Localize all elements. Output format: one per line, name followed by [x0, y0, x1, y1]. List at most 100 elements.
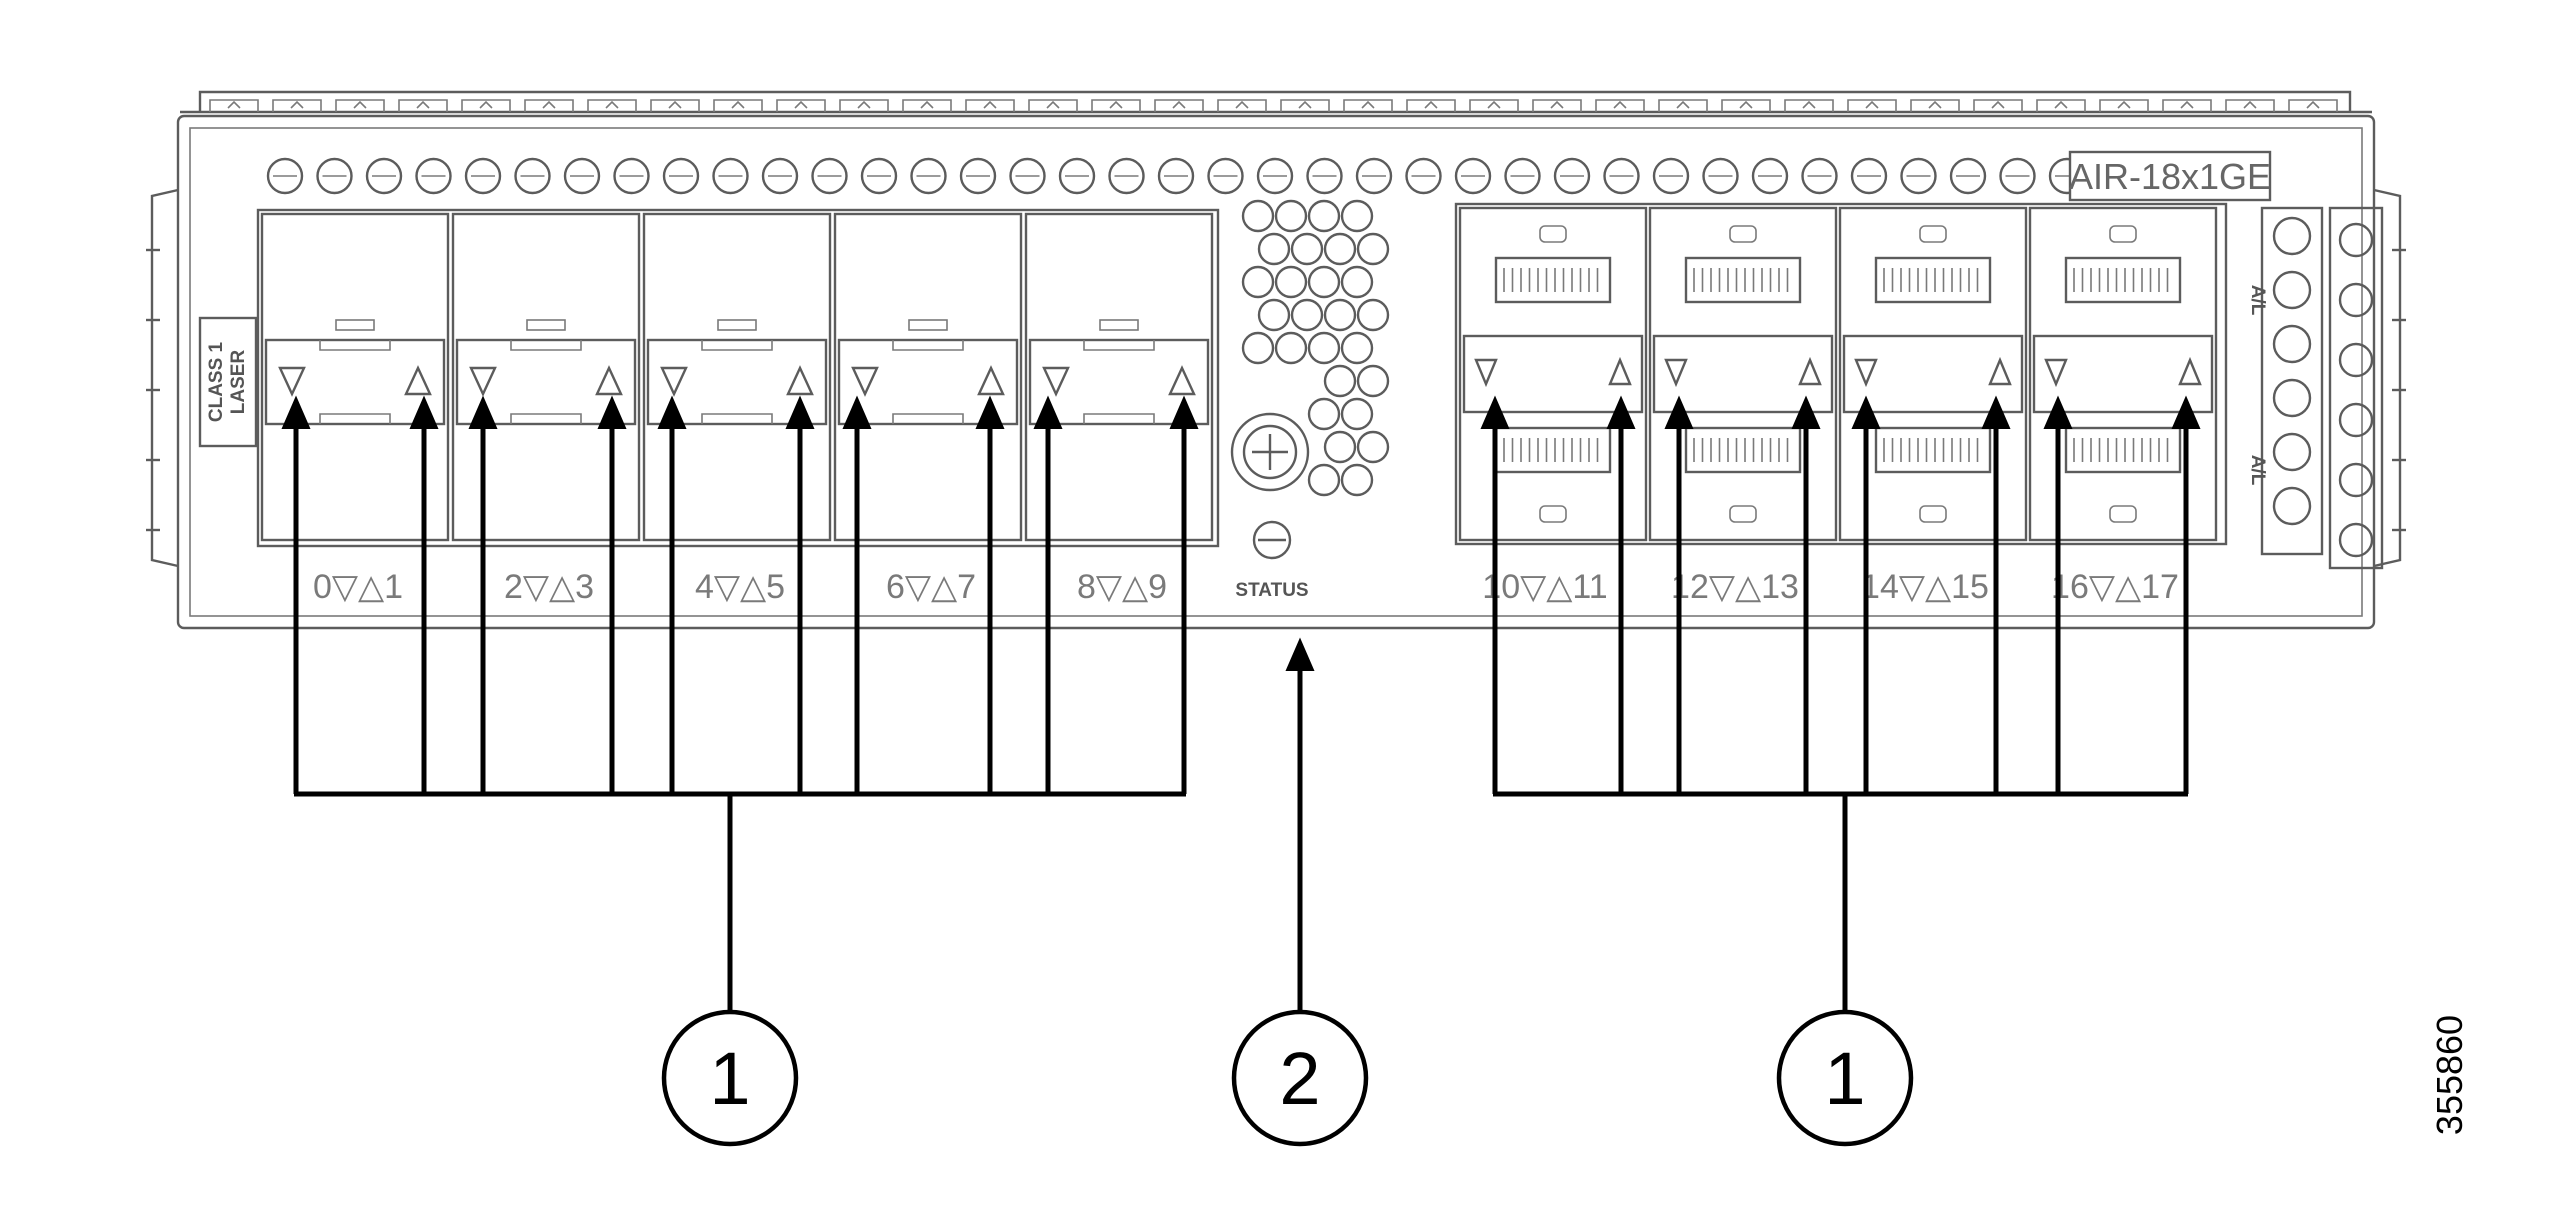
leader-arrowhead — [842, 395, 872, 429]
figure-id: 355860 — [2429, 1015, 2470, 1135]
top-tab — [2099, 99, 2149, 112]
port-label: 16▽△17 — [2051, 568, 2179, 606]
model-label: AIR-18x1GE — [2069, 156, 2271, 197]
side-hole — [2338, 282, 2374, 318]
vent-hole — [1801, 157, 1838, 195]
leader-arrowhead — [1851, 395, 1881, 429]
port-label: 2▽△3 — [504, 568, 594, 606]
rj45-top-jack — [1684, 256, 1802, 304]
vent-hole — [1241, 199, 1275, 233]
rj45-cage — [1648, 206, 1838, 542]
vent-hole — [860, 157, 898, 195]
vent-hole — [1323, 364, 1357, 398]
side-led-column — [2260, 206, 2384, 570]
vent-hole — [316, 157, 353, 195]
sfp-cage — [1024, 212, 1214, 542]
top-tab — [272, 99, 322, 112]
rj45-top-jack — [1494, 256, 1612, 304]
port-label: 8▽△9 — [1077, 568, 1167, 606]
side-hole — [2272, 270, 2312, 310]
top-tab-mark — [1613, 100, 1627, 109]
leader-arrowhead — [1791, 395, 1821, 429]
vent-hole — [1751, 157, 1789, 195]
sfp-cage — [642, 212, 832, 542]
top-tab — [902, 99, 952, 112]
top-tab — [461, 99, 511, 112]
port-label: 12▽△13 — [1671, 568, 1799, 606]
port-label: 6▽△7 — [886, 568, 976, 606]
top-tab — [2162, 99, 2212, 112]
top-tab-mark — [227, 100, 241, 109]
vent-hole — [811, 157, 848, 195]
top-tab — [1091, 99, 1141, 112]
status-led — [1252, 520, 1292, 560]
top-tab — [587, 99, 637, 112]
vent-hole — [1900, 157, 1937, 195]
sfp-tab — [717, 319, 757, 331]
port-label: 4▽△5 — [695, 568, 785, 606]
top-tab — [1973, 99, 2023, 112]
side-hole — [2272, 486, 2312, 526]
center-vent-grid — [1241, 199, 1390, 497]
rj45-clip — [1539, 225, 1567, 243]
link-led-up — [1168, 365, 1196, 396]
top-tab-mark — [2306, 100, 2320, 109]
leader-arrowhead — [1169, 395, 1199, 429]
sfp-latch-notch — [510, 413, 582, 424]
vent-hole — [514, 157, 551, 195]
top-tab-mark — [731, 100, 745, 109]
vent-hole — [1323, 232, 1357, 266]
side-hole — [2272, 378, 2312, 418]
leader-arrowhead — [597, 395, 627, 429]
leader-arrowhead — [1664, 395, 1694, 429]
top-tab-mark — [668, 100, 682, 109]
vent-hole — [613, 157, 650, 195]
vent-hole-row — [266, 157, 2086, 195]
rj45-clip — [1919, 225, 1947, 243]
vent-hole — [1307, 265, 1341, 299]
vent-hole — [1999, 157, 2036, 195]
top-tab — [1721, 99, 1771, 112]
leader-arrowhead — [2171, 395, 2201, 429]
rj45-cage — [2028, 206, 2218, 542]
leader-arrowhead — [785, 395, 815, 429]
rj45-clip — [2109, 225, 2137, 243]
callout-center: 2 — [1231, 1009, 1369, 1147]
top-tabs — [209, 99, 2338, 112]
leader-arrowhead — [1480, 395, 1510, 429]
rj45-top-jack — [2064, 256, 2182, 304]
top-tab-mark — [1172, 100, 1186, 109]
callout-right: 1 — [1776, 1009, 1914, 1147]
sfp-cage — [833, 212, 1023, 542]
link-led-down — [660, 366, 688, 397]
top-tab — [776, 99, 826, 112]
top-tab — [1784, 99, 1834, 112]
sfp-latch-notch — [701, 340, 773, 351]
top-tab — [839, 99, 889, 112]
vent-hole — [1257, 232, 1291, 266]
vent-hole — [1356, 298, 1390, 332]
vent-hole — [1323, 430, 1357, 464]
sfp-latch — [455, 338, 637, 426]
top-tab-mark — [1928, 100, 1942, 109]
link-led-up — [404, 365, 432, 396]
leader-arrowhead — [1285, 637, 1315, 671]
link-led-down — [851, 366, 879, 397]
leader-arrowhead — [1981, 395, 2011, 429]
top-tab-mark — [1991, 100, 2005, 109]
top-tab-mark — [983, 100, 997, 109]
top-tab-mark — [1109, 100, 1123, 109]
rj45-clip — [2109, 505, 2137, 523]
leader-arrowhead — [1033, 395, 1063, 429]
vent-hole — [1340, 199, 1374, 233]
sfp-tab — [335, 319, 375, 331]
link-led-up — [1798, 356, 1822, 386]
sfp-tab — [526, 319, 566, 331]
vent-hole — [1307, 463, 1341, 497]
top-tab — [524, 99, 574, 112]
laser-warning-tag — [198, 316, 258, 448]
link-led-down — [2044, 358, 2068, 388]
leader-arrowhead — [657, 395, 687, 429]
top-tab — [1406, 99, 1456, 112]
vent-hole — [1290, 232, 1324, 266]
